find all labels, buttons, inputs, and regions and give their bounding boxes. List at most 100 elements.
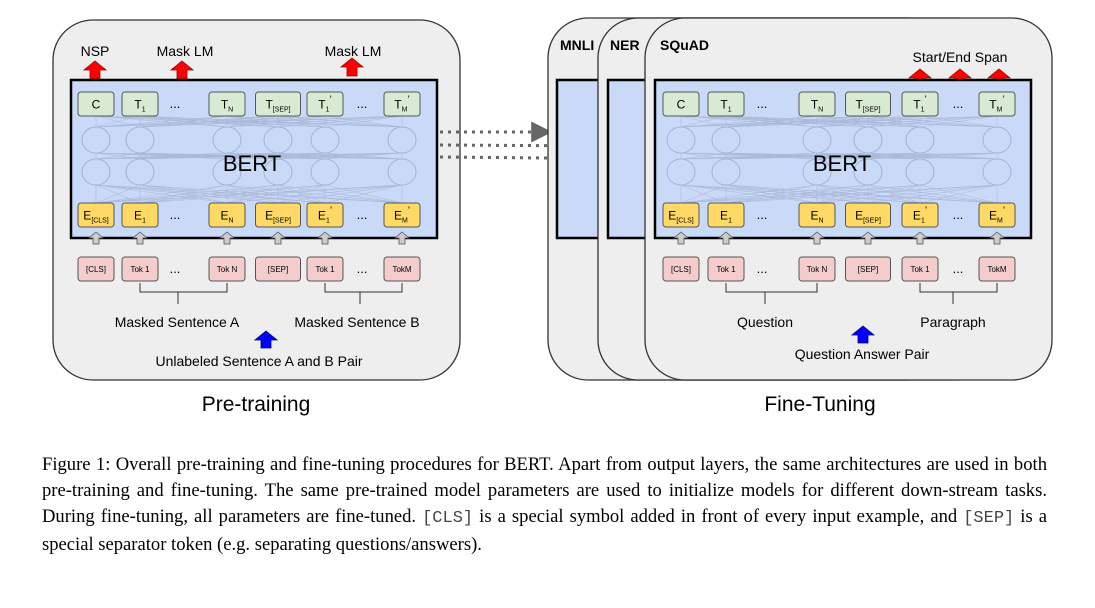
input-token-4: Tok 1	[306, 256, 344, 282]
embedding-4: E1’	[901, 202, 939, 228]
svg-text:T1: T1	[720, 97, 731, 113]
output-token-2: TN	[798, 91, 836, 117]
input-token-0: [CLS]	[662, 256, 700, 282]
task-label-squad: SQuAD	[660, 37, 709, 53]
attention-edge	[867, 184, 921, 204]
input-to-embedding-arrows	[672, 231, 1006, 245]
input-token-3: [SEP]	[255, 256, 301, 282]
svg-text:E1’: E1’	[913, 205, 927, 224]
attention-edge	[139, 184, 228, 204]
attention-edge	[226, 184, 326, 204]
transformer-layers	[666, 115, 1012, 204]
attention-edge	[919, 184, 998, 204]
svg-text:T1’: T1’	[913, 94, 926, 113]
attention-edge	[139, 115, 403, 128]
ellipsis-text: ...	[170, 261, 181, 276]
attention-edge	[324, 115, 403, 128]
svg-text:E1: E1	[720, 208, 732, 224]
embedding-0: E[CLS]	[662, 202, 700, 228]
output-token-1: T1	[121, 91, 159, 117]
svg-text:E1: E1	[134, 208, 146, 224]
up-arrow-icon	[269, 231, 287, 245]
attention-edge	[867, 152, 921, 160]
svg-text:EN: EN	[220, 208, 233, 224]
attention-edge	[867, 115, 998, 128]
input-pair-arrow	[253, 330, 279, 349]
output-token-3: T[SEP]	[255, 91, 301, 117]
attention-edge	[226, 184, 403, 204]
svg-text:TN: TN	[811, 97, 823, 113]
attention-edge	[680, 184, 869, 204]
attention-edge	[816, 115, 998, 128]
up-arrow-icon	[859, 231, 877, 245]
attention-edge	[680, 115, 869, 128]
qa-pair-arrow	[850, 325, 876, 344]
svg-text:T[SEP]: T[SEP]	[265, 97, 290, 113]
up-arrow-icon	[131, 231, 149, 245]
embedding-2: EN	[208, 202, 246, 228]
input-pair-label: Unlabeled Sentence A and B Pair	[155, 353, 362, 369]
attention-edge	[680, 115, 818, 128]
attention-edge	[324, 152, 403, 160]
embedding-2: EN	[798, 202, 836, 228]
question-bracket	[725, 283, 818, 304]
attention-edge	[680, 184, 818, 204]
output-token-2: TN	[208, 91, 246, 117]
embedding-0: E[CLS]	[77, 202, 115, 228]
attention-edge	[226, 115, 403, 128]
input-token-2: Tok N	[798, 256, 836, 282]
output-token-0: C	[77, 91, 115, 117]
qa-pair-label: Question Answer Pair	[795, 346, 930, 362]
input-token-1: Tok 1	[707, 256, 745, 282]
up-arrow-icon	[316, 231, 334, 245]
embedding-5: EM’	[383, 202, 421, 228]
sep-token-code: [SEP]	[963, 509, 1015, 528]
attention-edge	[919, 115, 998, 128]
bert-model-label: BERT	[813, 151, 871, 176]
attention-edge	[680, 115, 998, 128]
attention-edge	[277, 115, 326, 128]
attention-edge	[95, 115, 279, 128]
up-arrow-icon	[218, 231, 236, 245]
mask-lm-output-arrow-2	[339, 57, 365, 77]
attention-edge	[277, 152, 326, 160]
svg-text:[SEP]: [SEP]	[858, 265, 878, 274]
input-token-1: Tok 1	[121, 256, 159, 282]
svg-text:EM’: EM’	[989, 205, 1005, 224]
ellipsis-text: ...	[170, 207, 181, 222]
attention-edge	[816, 184, 921, 204]
finetuning-title: Fine-Tuning	[764, 393, 875, 416]
ellipsis-text: ...	[357, 261, 368, 276]
attention-edge	[725, 184, 921, 204]
question-label: Question	[737, 314, 793, 330]
mask-lm-head-label-2: Mask LM	[325, 43, 382, 59]
svg-text:EM’: EM’	[394, 205, 410, 224]
attention-edge	[725, 115, 921, 128]
svg-text:E[CLS]: E[CLS]	[83, 208, 108, 224]
ellipsis-text: ...	[357, 207, 368, 222]
input-to-embedding-arrows	[87, 231, 411, 245]
svg-text:Tok 1: Tok 1	[910, 265, 930, 274]
attention-edge	[725, 152, 998, 160]
svg-text:C: C	[92, 97, 101, 111]
mask-lm-head-label-1: Mask LM	[157, 43, 214, 59]
ellipsis-text: ...	[357, 96, 368, 111]
input-token-5: TokM	[383, 256, 421, 282]
input-token-0: [CLS]	[77, 256, 115, 282]
pretraining-title: Pre-training	[202, 393, 311, 416]
svg-text:T1’: T1’	[318, 94, 331, 113]
start-end-span-label: Start/End Span	[913, 49, 1008, 65]
up-arrow-icon	[911, 231, 929, 245]
attention-edge	[95, 152, 141, 160]
caption-text-3: is a special separator token (e.g. separ…	[42, 506, 1047, 555]
svg-text:E1’: E1’	[318, 205, 332, 224]
svg-text:E[SEP]: E[SEP]	[855, 208, 881, 224]
svg-text:C: C	[677, 97, 686, 111]
attention-edge	[816, 184, 998, 204]
cls-token-code: [CLS]	[422, 509, 474, 528]
attention-edge	[139, 184, 326, 204]
ellipsis-text: ...	[953, 96, 964, 111]
